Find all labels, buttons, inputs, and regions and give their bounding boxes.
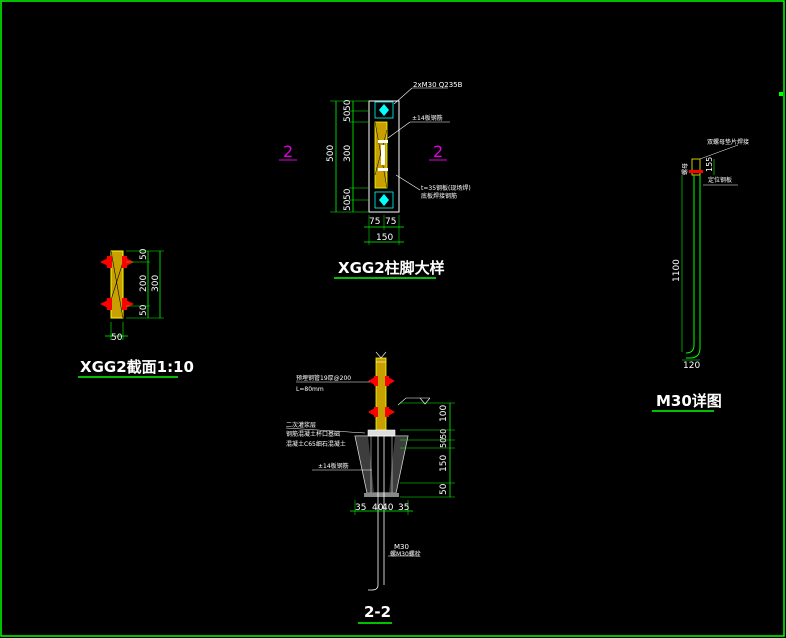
column-base-detail: 50 50 300 500 50 50 75 75 150 2xM30 Q235…	[326, 81, 471, 279]
leader-note: ±14板钢筋	[318, 462, 349, 470]
title-xgg2-section: XGG2截面1:10	[80, 358, 194, 376]
dim-text: 40	[382, 503, 394, 513]
xgg2-section: 50 200 50 300 50 XGG2截面1:10	[78, 248, 194, 378]
leader-note: 双螺母垫片焊接	[707, 138, 749, 146]
leader-note: t=35钢板(现场焊)	[421, 184, 471, 192]
dim-text: 50	[343, 199, 353, 211]
base-plate	[367, 429, 396, 437]
dim-text: 50	[343, 110, 353, 122]
dim-text: 50	[439, 429, 448, 439]
dim-text: 500	[326, 145, 336, 162]
title-column-base: XGG2柱脚大样	[338, 259, 445, 277]
bolt-hole	[379, 104, 389, 116]
dim-text: 120	[683, 361, 700, 371]
dim-text: 50	[139, 248, 149, 260]
dim-text: 100	[439, 405, 449, 422]
title-section-22: 2-2	[364, 603, 391, 621]
dim-text: 150	[439, 455, 449, 472]
leader-note: 螺母	[681, 163, 689, 175]
leader-note: 底板焊接钢筋	[421, 192, 457, 200]
viewport-marker	[779, 92, 783, 96]
anchor-marker	[100, 258, 108, 266]
leader-note: L=80mm	[296, 386, 324, 393]
column	[375, 357, 387, 431]
leader-note: ±14板钢筋	[412, 114, 443, 122]
dim-text: 50	[343, 99, 353, 111]
dim-text: 1100	[672, 259, 682, 282]
dim-text: 35	[398, 503, 409, 513]
dim-text: 300	[343, 145, 353, 162]
leader-note: 螺M30螺栓	[390, 550, 421, 558]
leader-note: 预埋钢管19厚@200	[296, 374, 351, 382]
leader-note: M30	[394, 543, 409, 551]
dim-text: 200	[139, 275, 149, 292]
dim-text: 50	[439, 483, 449, 495]
dim-text: 75	[385, 217, 396, 227]
dim-text: 155	[705, 157, 714, 172]
leader-note: 2xM30 Q235B	[413, 81, 463, 89]
section-mark-right: 2	[433, 142, 443, 161]
leader-note: 混凝土C65细石混凝土	[286, 440, 346, 448]
dim-text: 50	[439, 438, 448, 448]
title-m30: M30详图	[656, 392, 722, 410]
nut	[689, 170, 703, 173]
dim-text: 50	[343, 188, 353, 200]
m30-detail: 双螺母垫片焊接 定位钢板 螺母 155 1100 120 M30详图	[652, 138, 749, 412]
anchor-bolt	[685, 175, 701, 359]
dim-text: 50	[111, 333, 123, 343]
dim-text: 50	[139, 304, 149, 316]
leader-note: 钢筋混凝土杯口基础	[286, 430, 340, 438]
section-mark-left: 2	[283, 142, 293, 161]
dim-text: 300	[151, 275, 161, 292]
dim-text: 35	[355, 503, 366, 513]
dim-text: 75	[369, 217, 380, 227]
bolt-hole	[379, 194, 389, 206]
dim-text: 150	[376, 233, 393, 243]
leader-note: 二次灌浆层	[286, 421, 316, 429]
section-2-2: 100 50 50 150 50 35 40 40 35 预埋钢管19厚@200…	[285, 351, 455, 624]
base-plate	[368, 100, 400, 213]
leader-note: 定位钢板	[708, 176, 732, 184]
dim-text: 40	[372, 503, 384, 513]
